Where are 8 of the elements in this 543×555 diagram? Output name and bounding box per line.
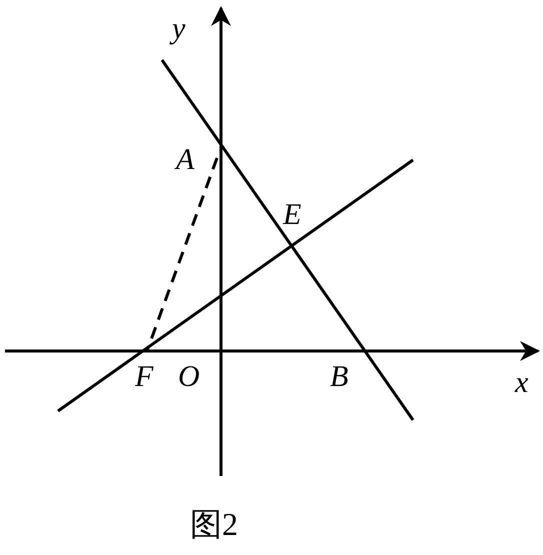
point-label: A xyxy=(176,145,194,175)
point-label: O xyxy=(178,362,200,392)
point-label: B xyxy=(330,362,348,392)
point-label: F xyxy=(135,362,154,392)
figure-caption: 图2 xyxy=(190,508,238,540)
point-label: E xyxy=(283,200,302,230)
axis-label: x xyxy=(515,368,528,398)
axis-label: y xyxy=(172,14,186,44)
